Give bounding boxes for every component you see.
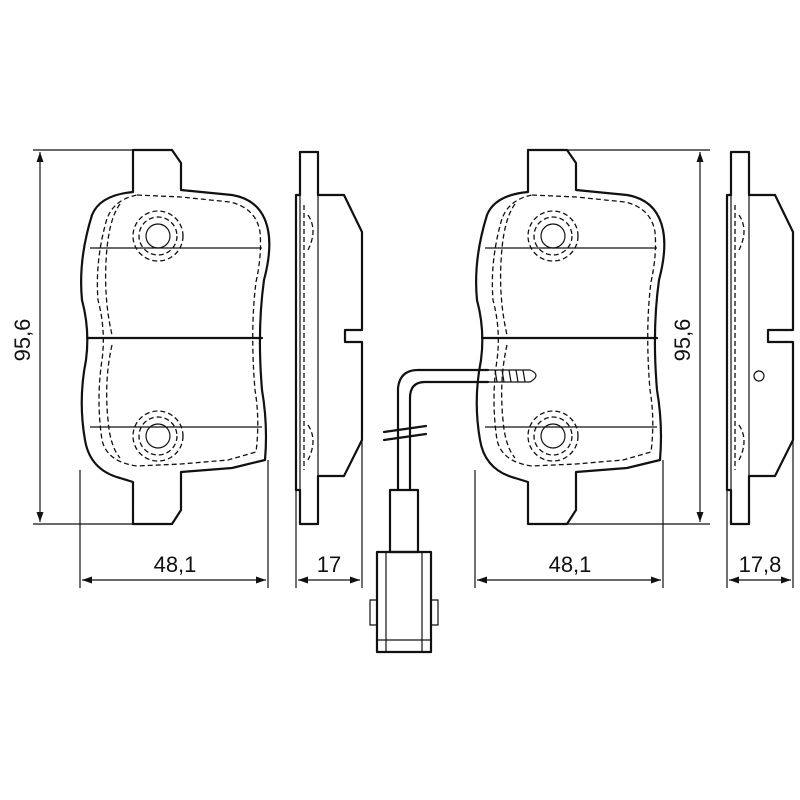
right-height-label: 95,6 <box>670 319 695 362</box>
left-pad-front-view <box>80 148 271 526</box>
right-thickness-label: 17,8 <box>739 552 782 577</box>
left-thickness-label: 17 <box>317 552 341 577</box>
left-width-label: 48,1 <box>154 552 197 577</box>
left-height-label: 95,6 <box>10 319 35 362</box>
right-pad-front-view <box>475 148 666 526</box>
dimension-lines <box>33 149 794 588</box>
right-pad-side-view <box>725 150 795 526</box>
left-pad-side-view <box>294 150 364 526</box>
right-width-label: 48,1 <box>549 552 592 577</box>
wear-sensor-cable <box>369 368 490 654</box>
